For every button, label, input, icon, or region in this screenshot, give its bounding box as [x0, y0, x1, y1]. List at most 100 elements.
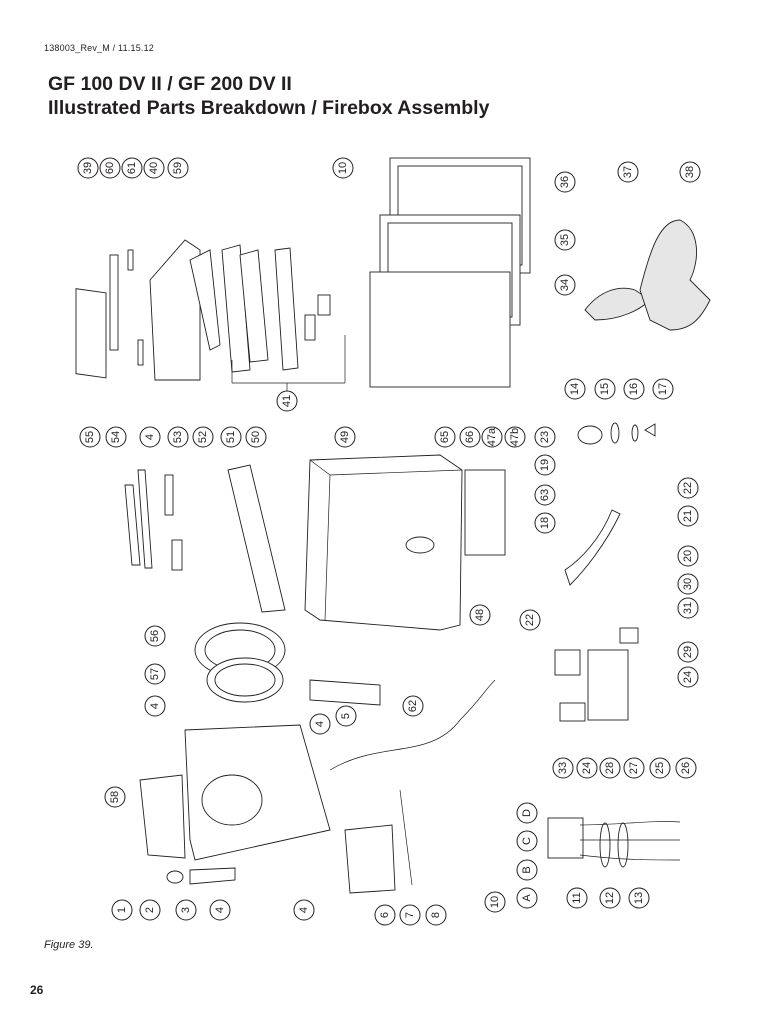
- figure-caption: Figure 39.: [44, 939, 94, 951]
- callout-label: 4: [149, 703, 161, 709]
- part-switch: [189, 867, 236, 885]
- callout-35: 35: [554, 229, 576, 251]
- callout-label: 20: [682, 550, 694, 562]
- page-number: 26: [30, 983, 44, 997]
- callout-label: 59: [172, 162, 184, 174]
- callout-56: 56: [144, 625, 166, 647]
- callout-label: 4: [214, 907, 226, 913]
- callout-50: 50: [245, 426, 267, 448]
- callout-label: 63: [539, 489, 551, 501]
- callout-13: 13: [628, 887, 650, 909]
- callout-29: 29: [677, 641, 699, 663]
- callout-label: 17: [657, 383, 669, 395]
- callout-8: 8: [425, 904, 447, 926]
- callout-17: 17: [652, 378, 674, 400]
- callout-48: 48: [469, 604, 491, 626]
- callout-label: 39: [82, 162, 94, 174]
- callout-60: 60: [99, 157, 121, 179]
- part-base-pan: [139, 724, 396, 894]
- callout-26: 26: [675, 757, 697, 779]
- callout-36: 36: [554, 171, 576, 193]
- callout-label: 21: [682, 510, 694, 522]
- callout-53: 53: [167, 426, 189, 448]
- callout-label: 37: [622, 166, 634, 178]
- callout-16: 16: [623, 378, 645, 400]
- callout-B: B: [516, 859, 538, 881]
- callout-15: 15: [594, 378, 616, 400]
- page-title: GF 100 DV II / GF 200 DV II Illustrated …: [48, 72, 489, 120]
- callout-47a: 47a: [481, 426, 503, 448]
- callout-label: 11: [571, 892, 583, 903]
- callout-7: 7: [399, 904, 421, 926]
- callout-24: 24: [677, 666, 699, 688]
- callout-39: 39: [77, 157, 99, 179]
- callout-label: 60: [104, 162, 116, 174]
- callout-label: 56: [149, 630, 161, 642]
- callout-20: 20: [677, 545, 699, 567]
- callout-label: 58: [109, 791, 121, 803]
- callout-label: 5: [340, 713, 352, 719]
- callout-49: 49: [334, 426, 356, 448]
- callout-34: 34: [554, 274, 576, 296]
- callout-21: 21: [677, 505, 699, 527]
- callout-label: A: [521, 894, 533, 902]
- callout-label: 65: [439, 431, 451, 443]
- callout-label: 23: [539, 431, 551, 443]
- callout-label: 57: [149, 668, 161, 680]
- callout-label: C: [521, 837, 533, 845]
- callout-label: 7: [404, 912, 416, 918]
- document-number: 138003_Rev_M / 11.15.12: [44, 43, 155, 53]
- callout-62: 62: [402, 695, 424, 717]
- callout-label: 66: [464, 431, 476, 443]
- callout-5: 5: [335, 705, 357, 727]
- callout-label: 19: [539, 459, 551, 471]
- callout-22: 22: [677, 477, 699, 499]
- callout-label: 51: [225, 431, 237, 443]
- part-wire-harness: [329, 679, 496, 771]
- callout-label: 48: [474, 609, 486, 621]
- callout-label: 4: [314, 721, 326, 727]
- part-rod: [399, 789, 413, 886]
- callout-D: D: [516, 802, 538, 824]
- callout-label: 35: [559, 234, 571, 246]
- callout-label: 10: [489, 896, 501, 908]
- part-gaskets: [194, 622, 286, 703]
- callout-label: 6: [379, 912, 391, 918]
- callout-27: 27: [623, 757, 645, 779]
- callout-label: 2: [144, 907, 156, 913]
- callout-label: 50: [250, 431, 262, 443]
- callout-47b: 47b: [504, 426, 526, 448]
- part-firebox: [304, 454, 463, 631]
- callout-4: 4: [309, 713, 331, 735]
- callout-label: 8: [430, 912, 442, 918]
- callout-label: 27: [628, 762, 640, 774]
- callout-label: 13: [633, 892, 645, 904]
- callout-label: 30: [682, 578, 694, 590]
- part-gas-valve: [554, 509, 639, 722]
- callout-label: 38: [684, 166, 696, 178]
- callout-6: 6: [374, 904, 396, 926]
- part-pilot-assembly: [547, 817, 681, 868]
- callout-4: 4: [144, 695, 166, 717]
- callout-31: 31: [677, 597, 699, 619]
- callout-10: 10: [332, 157, 354, 179]
- callout-1: 1: [111, 899, 133, 921]
- callout-10: 10: [484, 891, 506, 913]
- callout-4: 4: [293, 899, 315, 921]
- callout-59: 59: [167, 157, 189, 179]
- callout-label: 16: [628, 383, 640, 395]
- callout-label: 29: [682, 646, 694, 658]
- callout-label: 47a: [486, 427, 498, 446]
- callout-label: 12: [604, 892, 616, 904]
- callout-58: 58: [104, 786, 126, 808]
- callout-18: 18: [534, 512, 556, 534]
- callout-label: 31: [682, 602, 694, 614]
- callout-label: 22: [682, 482, 694, 494]
- part-frames: [369, 157, 531, 388]
- title-line-2: Illustrated Parts Breakdown / Firebox As…: [48, 97, 490, 119]
- callout-label: 14: [569, 383, 581, 395]
- callout-label: 49: [339, 431, 351, 443]
- callout-25: 25: [649, 757, 671, 779]
- callout-C: C: [516, 830, 538, 852]
